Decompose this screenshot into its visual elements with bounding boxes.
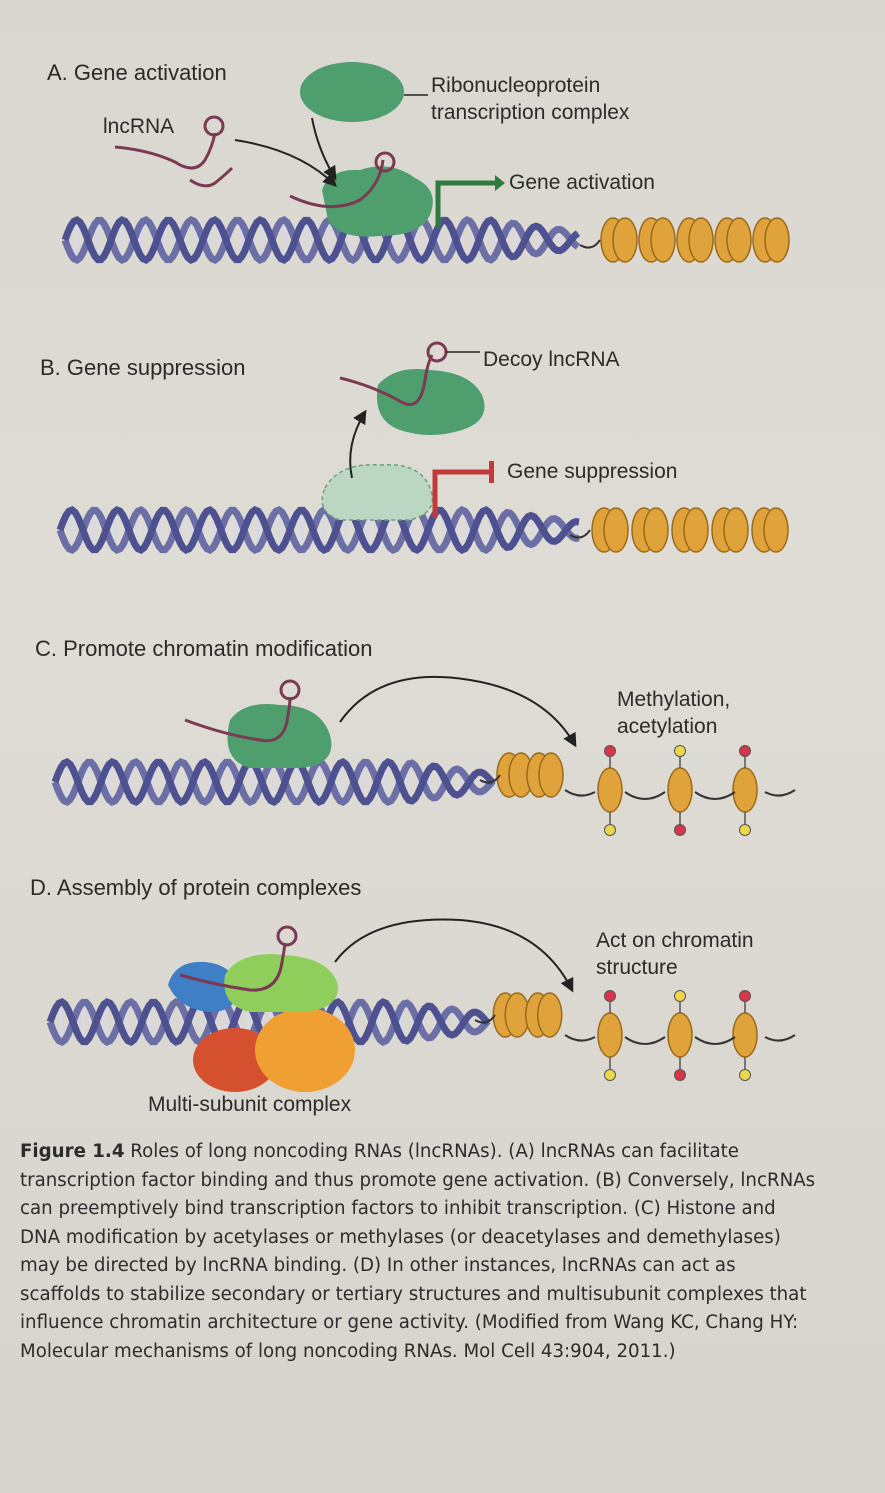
panel-b-heading: B. Gene suppression — [40, 355, 246, 380]
panel-b-illustration — [56, 341, 789, 554]
release-arrow — [349, 409, 367, 479]
complex-orange-subunit — [255, 1008, 355, 1092]
panel-d-heading: D. Assembly of protein complexes — [30, 875, 362, 900]
act-on-chromatin-label-line2: structure — [596, 956, 678, 979]
panel-d-illustration — [46, 918, 796, 1092]
vacated-complex-outline — [321, 463, 434, 521]
lncrna-strand — [114, 132, 217, 170]
chromatin-linker — [564, 789, 796, 800]
chromatin-action-arrow — [334, 918, 574, 993]
lncrna-bound-stemloop — [374, 151, 396, 173]
dna-helix — [51, 758, 496, 806]
nucleosome-array — [479, 752, 564, 798]
decoy-lncrna-label: Decoy lncRNA — [483, 348, 620, 371]
panel-c-chromatin-modification: C. Promote chromatin modification Methyl… — [35, 636, 796, 836]
rnp-complex-bound — [322, 166, 433, 237]
nucleosome-array — [569, 507, 789, 553]
rnp-complex-label-line2: transcription complex — [431, 101, 630, 124]
figure-label: Figure 1.4 — [20, 1141, 125, 1162]
methylation-label-line2: acetylation — [617, 715, 718, 738]
lncrna-d — [179, 942, 287, 992]
complex-blue-subunit — [168, 961, 238, 1012]
gene-activation-label: Gene activation — [509, 171, 655, 194]
panel-d-protein-complexes: D. Assembly of protein complexes Act on … — [30, 875, 796, 1116]
modified-nucleosomes — [597, 745, 758, 836]
panel-a-heading: A. Gene activation — [47, 60, 227, 85]
complex-green-subunit — [224, 954, 339, 1012]
lncrna-tail — [189, 166, 234, 188]
nucleosome-array — [474, 992, 563, 1038]
panel-a-illustration — [61, 62, 790, 264]
modification-arrow — [339, 675, 577, 748]
lncrna-bound — [289, 159, 385, 209]
complex-binding-arrow — [311, 117, 337, 181]
multi-subunit-complex-label: Multi-subunit complex — [148, 1093, 352, 1116]
lncrna-d-stemloop — [276, 925, 298, 947]
act-on-chromatin-label-line1: Act on chromatin — [596, 929, 754, 952]
lncrna-stemloop — [203, 115, 225, 137]
lncrna-c-stemloop — [279, 679, 301, 701]
activation-arrowhead — [495, 175, 505, 191]
chromatin-linker — [564, 1034, 796, 1045]
decoy-lncrna-strand — [339, 354, 434, 406]
modified-nucleosomes — [597, 990, 758, 1081]
caption-text: Roles of long noncoding RNAs (lncRNAs). … — [20, 1141, 816, 1362]
suppression-arrow — [432, 469, 492, 518]
suppression-bar — [489, 461, 494, 483]
gene-suppression-label: Gene suppression — [507, 460, 678, 483]
figure-caption: Figure 1.4 Roles of long noncoding RNAs … — [20, 1138, 820, 1366]
dna-helix — [56, 506, 580, 554]
panel-a-gene-activation: A. Gene activation lncRNA Ribonucleoprot… — [0, 0, 885, 300]
panel-c-illustration — [51, 675, 796, 836]
lncrna-label: lncRNA — [103, 115, 175, 138]
lncrna-c — [184, 696, 292, 743]
rnp-complex-free — [300, 62, 404, 122]
methylation-label-line1: Methylation, — [617, 688, 731, 711]
panel-b-gene-suppression: B. Gene suppression Decoy lncRNA Gene su… — [0, 0, 885, 580]
decoy-complex — [376, 369, 485, 435]
nucleosome-array — [579, 217, 790, 263]
rnp-complex-label-line1: Ribonucleoprotein — [431, 74, 601, 97]
panel-c-heading: C. Promote chromatin modification — [35, 636, 373, 661]
activation-arrow — [435, 180, 495, 228]
